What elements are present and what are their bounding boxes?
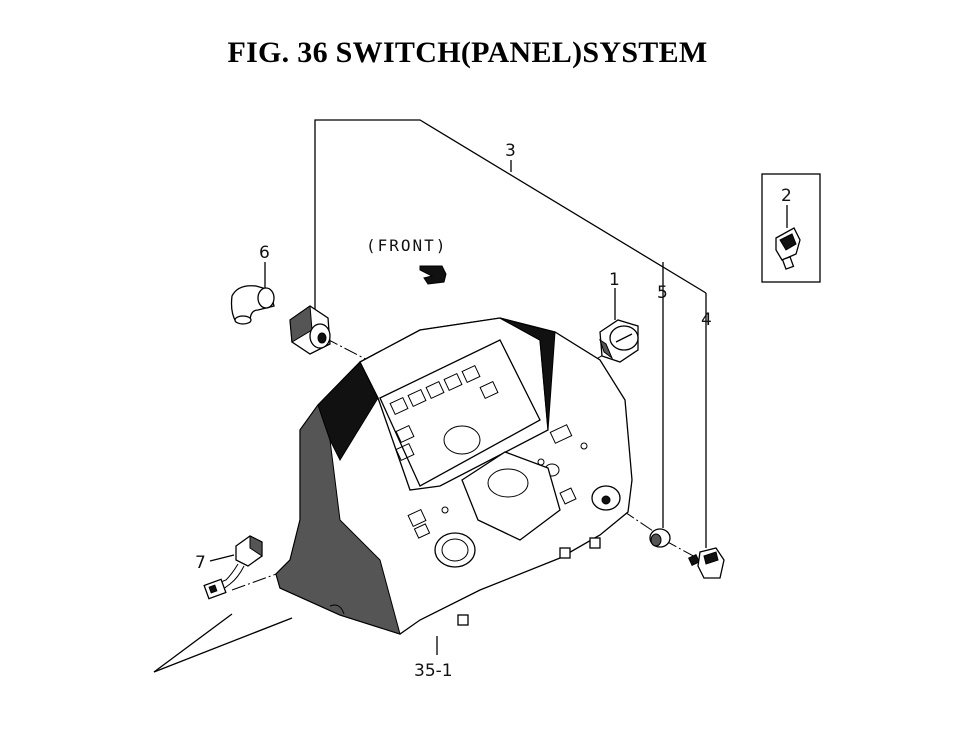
part-7-connector: [203, 535, 263, 600]
callout-3: 3: [505, 141, 516, 161]
gauge-slot: [615, 333, 633, 343]
panel-upper-shade: [317, 361, 379, 462]
part-2-frame: [761, 173, 821, 283]
leader-3: [314, 119, 707, 313]
callout-4: 4: [701, 310, 712, 330]
leader-tail-a: [153, 613, 233, 673]
front-arrow-icon: [419, 265, 447, 285]
lower-round-socket-inner: [441, 538, 469, 562]
key-socket-hole: [601, 495, 611, 505]
centerline-4: [663, 539, 698, 559]
connector-wire-a: [215, 563, 239, 585]
front-label: (FRONT): [366, 236, 447, 255]
indicator-dot-a: [580, 442, 588, 450]
indicator-a: [549, 424, 573, 444]
gauge-side-shade: [599, 338, 614, 360]
switch-knob-stem: [781, 256, 795, 270]
key-head: [697, 547, 725, 579]
lower-round-socket: [434, 532, 476, 568]
mount-tab-a: [457, 614, 469, 626]
console-opening: [487, 468, 529, 498]
key-blade: [688, 554, 700, 566]
center-gauge: [443, 425, 481, 455]
instrument-panel: [275, 317, 633, 635]
callout-6: 6: [259, 243, 270, 263]
leader-7: [209, 554, 235, 562]
ring-shade: [650, 533, 662, 547]
callout-35-1: 35-1: [414, 661, 453, 681]
key-head-shade: [703, 551, 719, 565]
connector-plug-pin: [208, 584, 218, 594]
switch-knob-shade: [779, 233, 797, 251]
callout-7: 7: [195, 553, 206, 573]
part-2-box: [761, 173, 821, 283]
knob-hole: [317, 332, 327, 344]
part-3-knob: [289, 305, 331, 355]
part-1-gauge: [599, 319, 639, 363]
part-4-key: [688, 547, 725, 579]
hood-right-shade: [499, 317, 556, 431]
switch-dot: [441, 506, 449, 514]
display-window: [379, 339, 541, 487]
front-arrow-shape: [419, 265, 447, 285]
part-5-ring: [649, 528, 671, 548]
mount-tab-c: [589, 537, 601, 549]
elbow-opening: [257, 287, 275, 309]
mount-tab-b: [559, 547, 571, 559]
callout-2: 2: [781, 186, 792, 206]
switch-slot-a: [407, 508, 427, 528]
elbow-lower-opening: [234, 315, 252, 325]
indicator-d: [559, 487, 577, 505]
part-6-elbow: [230, 285, 275, 325]
figure-title: FIG. 36 SWITCH(PANEL)SYSTEM: [227, 36, 708, 69]
panel-notch: [329, 604, 345, 615]
gauge-grid: [389, 364, 499, 462]
callout-5: 5: [657, 283, 668, 303]
leader-lines: [153, 119, 788, 673]
connector-shade: [249, 535, 263, 557]
console-well: [461, 451, 561, 541]
connector-wire-b: [221, 565, 245, 591]
leader-tail-b: [153, 617, 293, 673]
callout-1: 1: [609, 270, 620, 290]
switch-slot-b: [413, 523, 431, 539]
